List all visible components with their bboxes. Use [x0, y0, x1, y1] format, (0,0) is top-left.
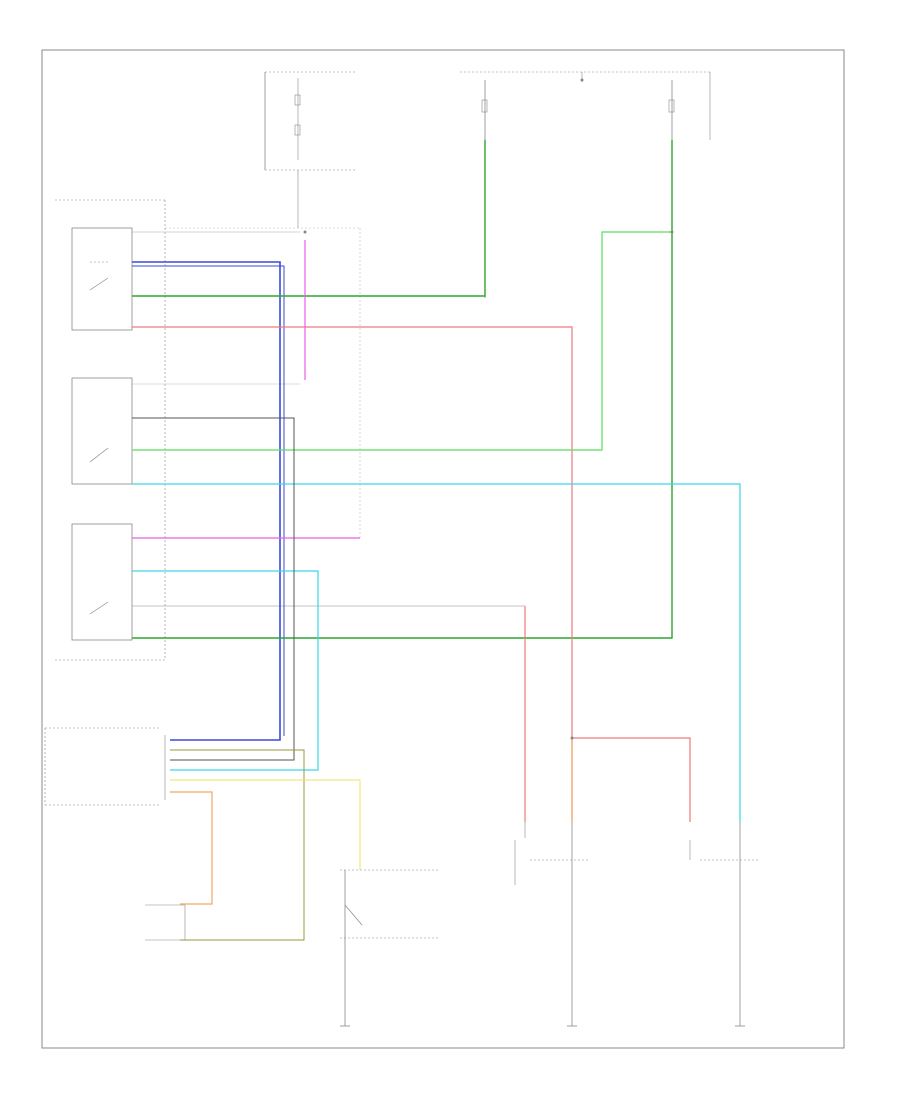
wire-yellow [170, 779, 361, 870]
dual-pressure-switch [340, 869, 440, 1005]
relay-1 [71, 227, 360, 331]
wire-lightgreen [132, 231, 672, 451]
wire-gray [132, 417, 295, 761]
relay-2 [71, 377, 300, 485]
relay-module [55, 199, 166, 661]
fan-motor-right [689, 822, 760, 1005]
relay-3 [71, 523, 525, 641]
wire-magenta [132, 240, 360, 539]
wire-olive [170, 749, 305, 941]
fan-motor-left [514, 822, 590, 1005]
wire-cyan [132, 483, 741, 822]
ac-sensor [145, 904, 186, 941]
wire-pink [132, 326, 691, 822]
ground-symbols [340, 1005, 745, 1027]
splice-dots [303, 78, 674, 740]
diagram-border [41, 49, 845, 1049]
wire-blue [132, 261, 285, 741]
wire-orange [170, 740, 573, 905]
wire-green [132, 140, 673, 639]
pcm-connector [44, 727, 166, 806]
fuse-block-left [264, 71, 355, 228]
